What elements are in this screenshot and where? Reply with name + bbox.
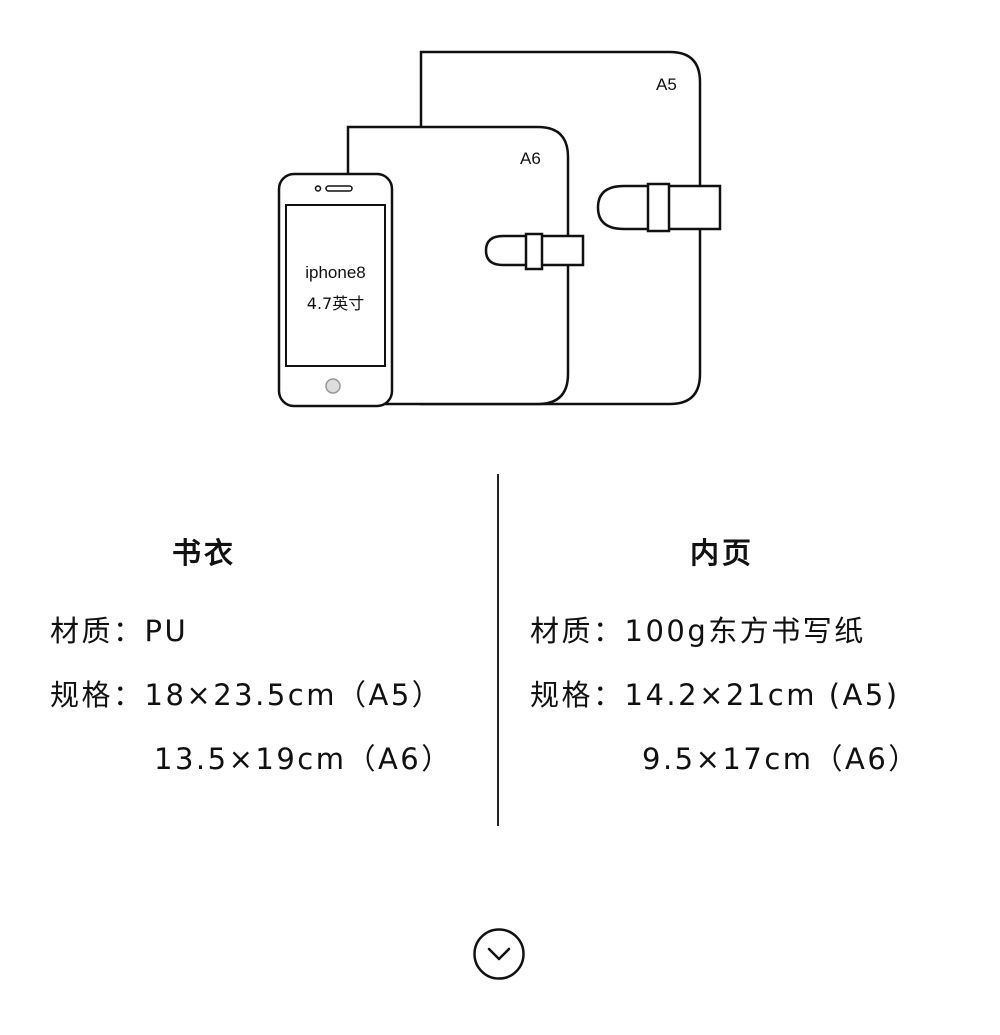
inner-title: 内页 [690,536,755,570]
inner-spec-value-a5: 14.2×21cm (A5) [624,678,900,712]
cover-spec-row: 规格：18×23.5cm（A5） [50,672,443,714]
inner-spec-value-a6: 9.5×17cm（A6） [642,742,920,776]
inner-spec-row: 规格：14.2×21cm (A5) [530,672,900,714]
a6-label: A6 [520,149,541,168]
inner-spec-label: 规格： [530,678,625,712]
cover-spec-value-a5: 18×23.5cm（A5） [144,678,444,712]
cover-spec-value-a6: 13.5×19cm（A6） [154,742,453,776]
cover-material-label: 材质： [50,614,145,648]
size-comparison-illustration: A5 A6 iphone8 4.7英寸 [277,50,722,408]
cover-material-value: PU [144,614,189,648]
phone-model-label: iphone8 [305,263,366,282]
chevron-down-circle-icon [473,928,525,980]
column-divider [497,474,499,826]
a5-label: A5 [656,75,677,94]
inner-material-row: 材质：100g东方书写纸 [530,608,866,650]
a6-notebook [346,125,585,406]
scroll-down-button[interactable] [473,928,525,980]
cover-title: 书衣 [172,536,237,570]
inner-spec-row-a6: 9.5×17cm（A6） [642,736,920,778]
cover-material-row: 材质：PU [50,608,188,650]
cover-spec-row-a6: 13.5×19cm（A6） [154,736,453,778]
inner-material-value: 100g东方书写纸 [624,614,866,648]
cover-spec-label: 规格： [50,678,145,712]
phone-size-label: 4.7英寸 [307,294,364,313]
inner-material-label: 材质： [530,614,625,648]
phone [277,172,394,408]
